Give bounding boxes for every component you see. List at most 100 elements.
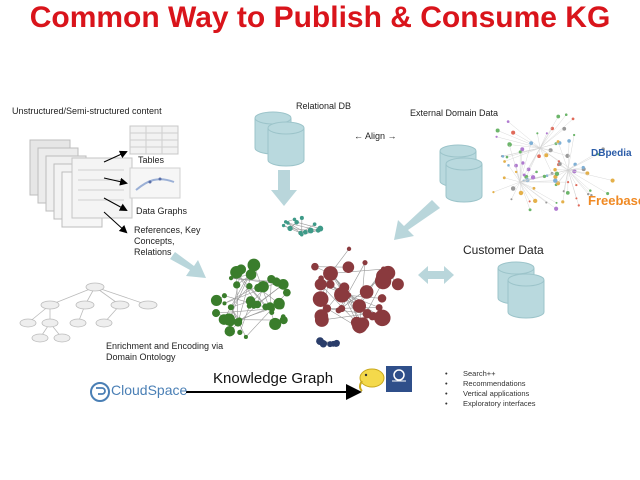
graph-node <box>314 313 329 327</box>
enrichment-label: Enrichment and Encoding via Domain Ontol… <box>106 341 223 363</box>
graph-node <box>518 190 524 196</box>
graph-node <box>280 314 286 319</box>
graph-node <box>507 142 511 146</box>
dbpedia-logo-text: DBpedia <box>591 148 632 159</box>
graph-node <box>245 296 256 306</box>
graph-edge <box>519 162 524 183</box>
graph-edge <box>519 181 530 202</box>
graph-node <box>555 201 558 204</box>
external-db-icon <box>439 144 483 203</box>
graph-node <box>319 340 328 348</box>
graph-edge <box>567 169 589 195</box>
unstructured-content-label: Unstructured/Semi-structured content <box>12 106 162 116</box>
graph-edge <box>504 147 541 162</box>
graph-edge <box>296 221 321 229</box>
graph-node <box>510 198 513 201</box>
graph-edge <box>539 147 560 162</box>
cloudspace-logo-text: CloudSpace <box>111 382 188 398</box>
graph-node <box>221 293 227 299</box>
graph-node <box>307 227 314 234</box>
graph-edge <box>519 181 531 210</box>
graph-edge <box>567 169 577 199</box>
graph-node <box>287 225 293 232</box>
graph-edge <box>497 130 541 149</box>
graph-node <box>247 258 261 272</box>
graph-node <box>312 222 317 227</box>
graph-node <box>610 178 615 183</box>
graph-node <box>294 219 299 225</box>
graph-node <box>236 264 247 275</box>
align-label: ← Align → <box>354 131 397 141</box>
graph-node <box>553 168 557 172</box>
graph-edge <box>519 177 534 183</box>
graph-node <box>210 294 223 307</box>
graph-edge <box>493 181 521 193</box>
graph-edge <box>269 279 272 307</box>
graph-edge <box>513 132 541 149</box>
ontology-tree-icon <box>19 282 158 343</box>
graph-node <box>528 208 532 212</box>
graph-node <box>590 193 593 197</box>
graph-node <box>311 262 319 271</box>
graph-edge <box>539 147 553 174</box>
graph-node <box>495 128 500 133</box>
graph-node <box>228 276 234 281</box>
graph-node <box>299 215 304 220</box>
relational-db-label: Relational DB <box>296 101 352 111</box>
output-list: Search++ Recommendations Vertical applic… <box>445 369 536 409</box>
graph-node <box>597 153 600 156</box>
graph-node <box>562 126 567 131</box>
data-graphs-label: Data Graphs <box>136 206 188 216</box>
output-list-item: Vertical applications <box>445 389 536 399</box>
graph-edge <box>567 168 584 171</box>
graph-node <box>492 191 495 194</box>
elephant-logo-icon <box>359 368 385 392</box>
graph-edge <box>567 148 604 171</box>
linked-data-cloud-graphic <box>492 113 615 212</box>
graph-node <box>601 147 605 151</box>
references-label-line: References, Key <box>134 225 201 235</box>
graph-edge <box>526 147 541 177</box>
content-arrows <box>103 150 128 234</box>
graph-node <box>224 325 236 337</box>
graph-node <box>522 173 526 177</box>
graph-node <box>545 132 548 135</box>
graph-node <box>236 317 243 324</box>
db-down-arrow <box>271 170 297 206</box>
graph-node <box>589 189 592 192</box>
graph-edge <box>539 118 574 149</box>
graph-edge <box>557 141 569 171</box>
graph-node <box>333 341 339 347</box>
graph-node <box>567 181 570 184</box>
graph-node <box>577 204 580 207</box>
graph-node <box>233 281 241 289</box>
output-list-item: Search++ <box>445 369 536 379</box>
graph-node <box>374 309 391 327</box>
graph-node <box>550 126 555 131</box>
graph-edge <box>519 143 532 183</box>
graph-node <box>282 288 291 297</box>
graph-node <box>501 155 505 158</box>
graph-node <box>362 260 368 266</box>
graph-edge <box>519 149 523 183</box>
graph-edge <box>507 121 541 149</box>
output-list-item: Recommendations <box>445 379 536 389</box>
graph-node <box>537 154 541 159</box>
graph-edge <box>539 114 567 149</box>
graph-node <box>356 317 370 330</box>
graph-edge <box>320 284 357 323</box>
graph-node <box>317 225 324 232</box>
graph-node <box>377 294 387 303</box>
graph-edge <box>524 147 541 176</box>
table-thumbnail-icon <box>129 125 179 155</box>
tables-label: Tables <box>138 155 165 165</box>
graph-edge <box>567 169 613 181</box>
graph-node <box>564 113 568 116</box>
graph-edge <box>567 154 599 171</box>
graph-node <box>554 206 559 211</box>
enrichment-label-line: Domain Ontology <box>106 352 176 362</box>
graph-edge <box>515 171 521 183</box>
data-graph-thumbnail-icon <box>129 167 181 199</box>
document-stack-icon <box>29 139 133 228</box>
